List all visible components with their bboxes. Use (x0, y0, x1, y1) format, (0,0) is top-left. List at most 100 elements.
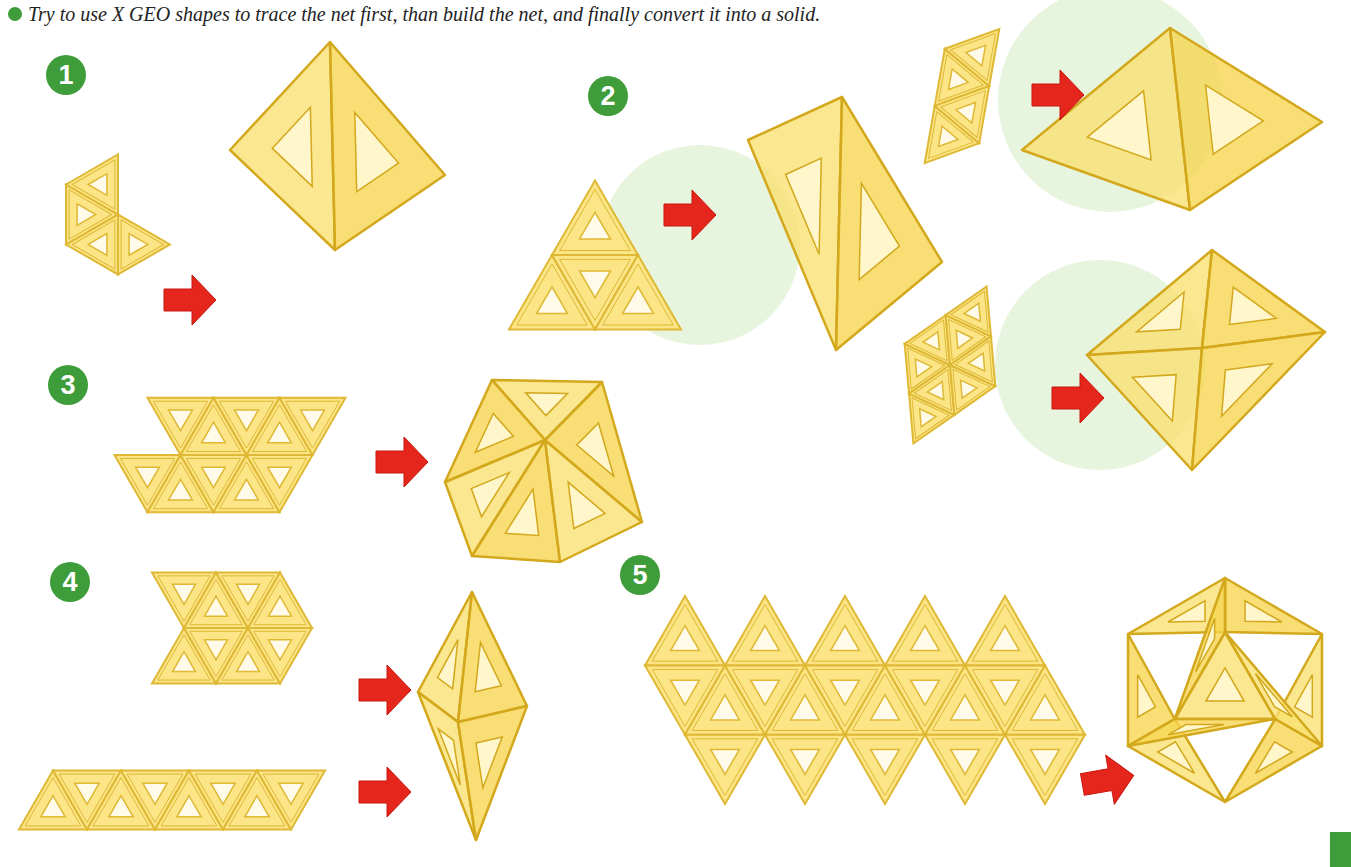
solid-figure (445, 380, 642, 562)
solid-face (1225, 578, 1322, 634)
solid-face-hole (475, 413, 513, 452)
solid-face-hole (1222, 364, 1273, 416)
step-number: 4 (62, 569, 77, 596)
solid-figure (1022, 28, 1322, 210)
triangle-piece (885, 596, 965, 665)
bullet (8, 7, 22, 21)
shape-net (40, 155, 170, 290)
solid-face-hole (786, 158, 822, 254)
triangle-piece (925, 735, 1005, 804)
solid-face-hole (1138, 675, 1156, 718)
triangle-piece (257, 771, 325, 830)
solid-face-hole (475, 642, 501, 691)
solid-face (1192, 332, 1325, 470)
triangle-piece (765, 735, 845, 804)
solid-figure (230, 42, 445, 250)
solid-face-hole (1245, 601, 1282, 622)
page-tab (1330, 832, 1351, 867)
solid-face (230, 42, 335, 250)
step-number-circle: 2 (588, 76, 628, 116)
triangle-piece (1005, 665, 1085, 734)
solid-figure (418, 592, 527, 840)
red-arrow (359, 665, 411, 715)
shape-net (115, 398, 346, 512)
triangle-piece (247, 455, 313, 512)
solid-face (1225, 632, 1322, 746)
solid-face-hole (1137, 292, 1185, 332)
solid-face-hole (505, 489, 538, 535)
shape-net (890, 29, 1033, 163)
solid-face-hole (1168, 725, 1224, 735)
triangle-piece (725, 596, 805, 665)
triangle-piece (248, 628, 312, 684)
triangle-piece (950, 336, 1016, 400)
solid-face (836, 97, 942, 350)
red-arrow (1078, 751, 1138, 809)
shape-net (152, 573, 312, 684)
solid-face (458, 706, 527, 840)
solid-face (458, 592, 527, 722)
step-number: 1 (58, 62, 73, 89)
triangle-piece (595, 255, 681, 330)
step-number-circle: 4 (50, 562, 90, 602)
solid-face-hole (1132, 375, 1176, 421)
solid-face-hole (272, 107, 312, 186)
solid-face (1087, 348, 1202, 470)
solid-face (445, 380, 545, 482)
solid-face (1087, 250, 1212, 355)
triangle-piece (280, 398, 346, 455)
triangle-piece (685, 735, 765, 804)
solid-face (748, 97, 842, 350)
solid-figure (748, 97, 942, 350)
solid-face-hole (568, 482, 605, 528)
step-number: 3 (60, 372, 75, 399)
triangle-piece (552, 181, 638, 256)
triangle-piece (935, 86, 1007, 153)
step-number: 5 (632, 562, 647, 589)
solid-figure (1128, 578, 1322, 802)
triangle-piece (805, 596, 885, 665)
triangle-piece (1005, 735, 1085, 804)
solid-face-hole (1158, 742, 1195, 774)
solid-face (1175, 578, 1225, 719)
triangle-piece (945, 29, 1017, 96)
red-arrow (164, 275, 216, 325)
triangle-piece (92, 200, 170, 275)
step-number: 2 (600, 83, 615, 110)
solid-face-hole (577, 423, 614, 476)
triangle-piece (66, 155, 144, 230)
solid-face-hole (1206, 85, 1264, 154)
step-number-circle: 1 (46, 55, 86, 95)
solid-face-hole (1168, 601, 1205, 622)
red-arrow (1052, 373, 1104, 423)
solid-face (1128, 719, 1275, 746)
solid-face-hole (355, 112, 399, 191)
solid-face-hole (476, 737, 502, 788)
shape-net (509, 181, 681, 330)
step-number-circle: 5 (620, 555, 660, 595)
solid-face-hole (437, 640, 458, 689)
red-arrow (376, 437, 428, 487)
triangle-piece (845, 735, 925, 804)
step-number-circle: 3 (48, 365, 88, 405)
red-arrow (1032, 70, 1084, 120)
background (8, 0, 1351, 867)
red-arrow (359, 767, 411, 817)
solid-face-hole (1196, 618, 1215, 672)
solid-face-hole (438, 729, 460, 785)
solid-face-hole (1295, 675, 1313, 718)
solid-figure (1087, 250, 1325, 470)
instruction-text: Try to use X GEO shapes to trace the net… (28, 2, 828, 26)
solid-face-hole (1255, 674, 1292, 717)
shape-net (645, 596, 1085, 804)
shape-net (864, 287, 1037, 444)
solid-face-hole (1255, 742, 1292, 774)
triangle-piece (248, 573, 312, 628)
solid-face (330, 42, 445, 250)
solid-face-hole (859, 183, 899, 279)
triangle-piece (645, 596, 725, 665)
solid-face-hole (1087, 91, 1151, 160)
solid-face (1022, 28, 1190, 210)
triangle-piece (946, 287, 1012, 351)
